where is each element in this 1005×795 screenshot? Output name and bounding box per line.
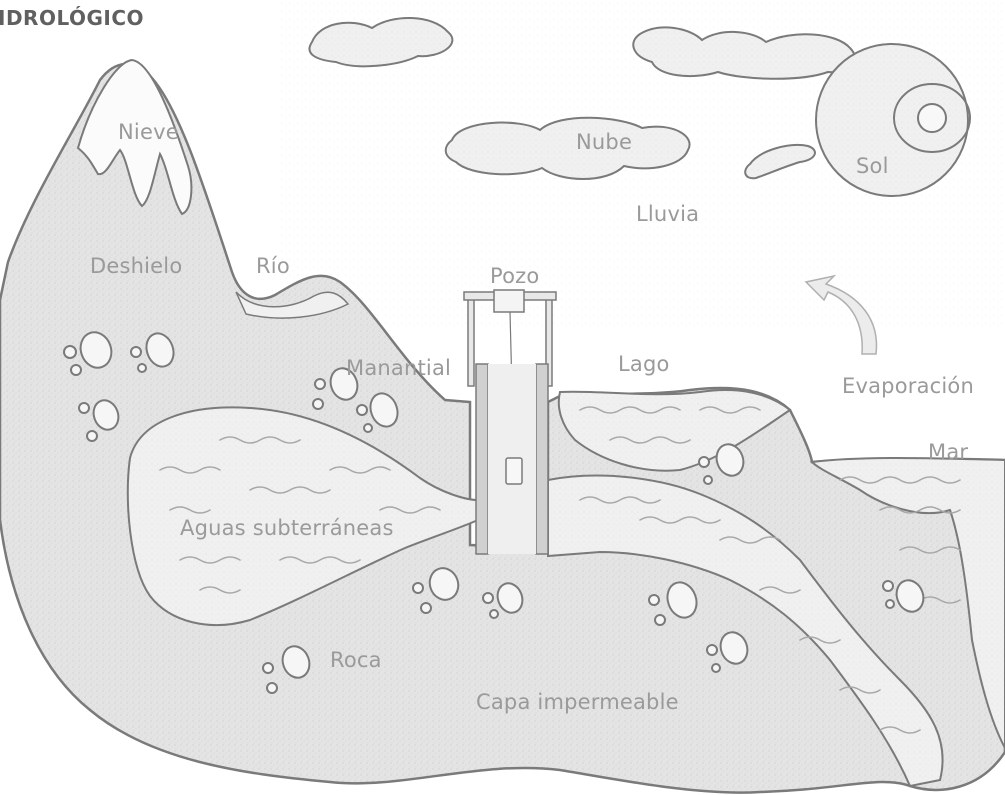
label-deshielo: Deshielo: [90, 254, 182, 278]
label-nieve: Nieve: [118, 120, 179, 144]
label-sol: Sol: [856, 154, 889, 178]
label-lago: Lago: [618, 352, 670, 376]
label-capa-impermeable: Capa impermeable: [476, 690, 679, 714]
label-roca: Roca: [330, 648, 382, 672]
label-aguas-subterraneas: Aguas subterráneas: [180, 516, 394, 540]
label-rio: Río: [256, 254, 290, 278]
label-lluvia: Lluvia: [636, 202, 699, 226]
label-mar: Mar: [928, 440, 968, 464]
cloud-large: [633, 27, 855, 78]
label-evaporacion: Evaporación: [842, 374, 974, 398]
sun-icon: [816, 44, 970, 196]
label-pozo: Pozo: [490, 264, 539, 288]
diagram-title: IDROLÓGICO: [0, 6, 144, 30]
label-manantial: Manantial: [346, 356, 451, 380]
label-nube: Nube: [576, 130, 632, 154]
